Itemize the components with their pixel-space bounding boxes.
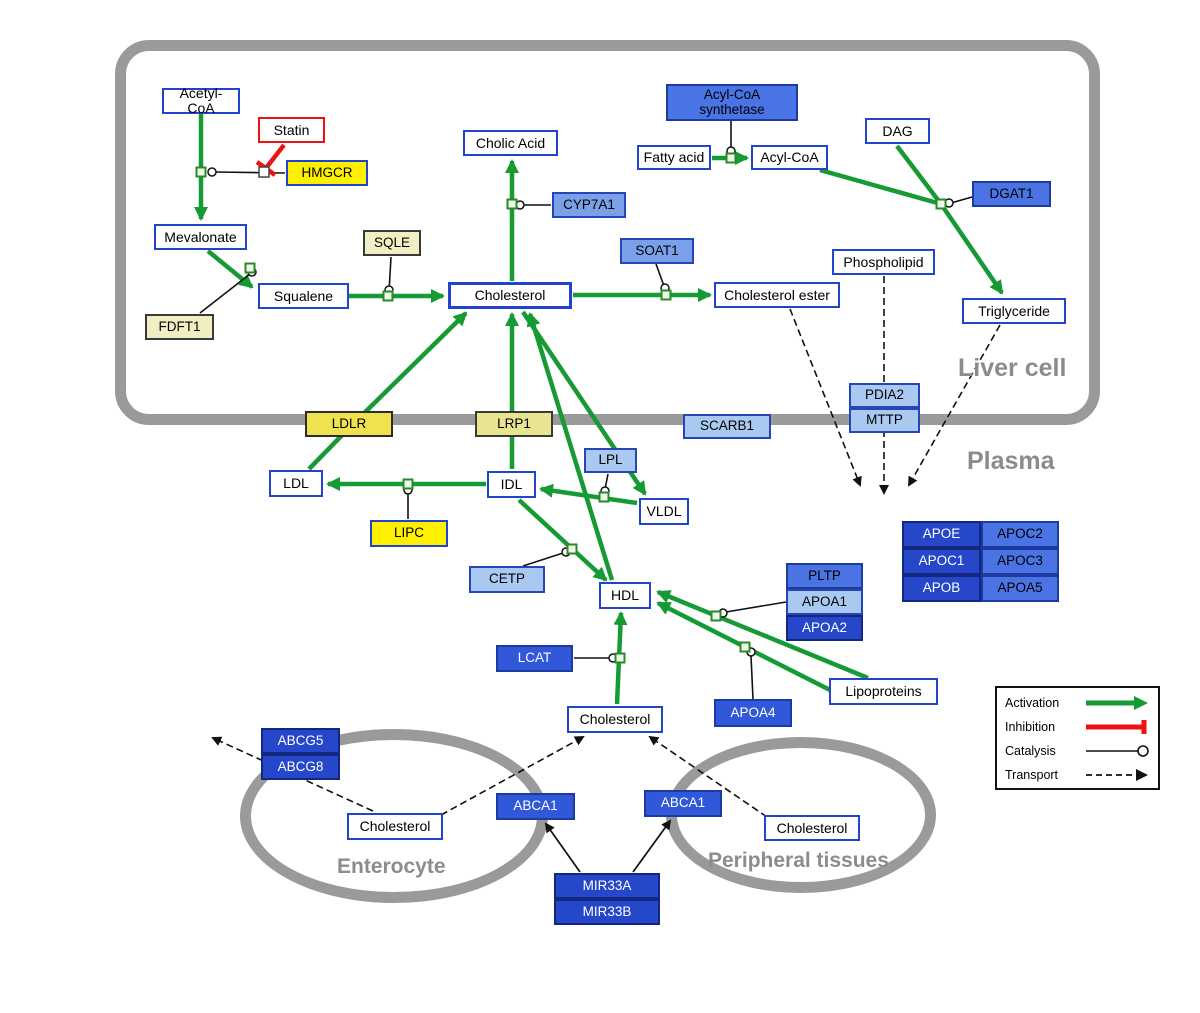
node-apoa5[interactable]: APOA5 [981,575,1059,602]
node-lrp1[interactable]: LRP1 [475,411,553,437]
peripheral-tissues-label: Peripheral tissues [708,849,889,872]
node-cholesterol-enterocyte[interactable]: Cholesterol [347,813,443,840]
node-apoa1[interactable]: APOA1 [786,589,863,615]
node-cholic-acid[interactable]: Cholic Acid [463,130,558,156]
node-acetyl-coa[interactable]: Acetyl-CoA [162,86,240,115]
node-cholesterol-hdl[interactable]: Cholesterol [567,706,663,733]
node-statin[interactable]: Statin [258,117,325,143]
node-hdl[interactable]: HDL [599,582,651,609]
node-mttp[interactable]: MTTP [849,408,920,433]
node-abcg8[interactable]: ABCG8 [261,754,340,780]
node-apoe[interactable]: APOE [902,521,981,548]
node-idl[interactable]: IDL [487,471,536,498]
node-pdia2[interactable]: PDIA2 [849,383,920,408]
plasma-label: Plasma [967,447,1055,475]
node-lipc[interactable]: LIPC [370,520,448,547]
regulation-edges [544,819,672,873]
node-mir33b[interactable]: MIR33B [554,899,660,925]
legend-inhibition-label: Inhibition [1005,720,1056,734]
node-triglyceride[interactable]: Triglyceride [962,298,1066,324]
node-abca1-enterocyte[interactable]: ABCA1 [496,793,575,820]
node-apoc1[interactable]: APOC1 [902,548,981,575]
node-apoc2[interactable]: APOC2 [981,521,1059,548]
legend-row-transport: Transport [997,763,1158,787]
node-vldl[interactable]: VLDL [639,498,689,525]
transport-arrow-icon [1086,769,1148,781]
node-squalene[interactable]: Squalene [258,283,349,309]
node-phospholipid[interactable]: Phospholipid [832,249,935,275]
node-lcat[interactable]: LCAT [496,645,573,672]
node-hmgcr[interactable]: HMGCR [286,160,368,186]
node-lipoproteins[interactable]: Lipoproteins [829,678,938,705]
transport-edges [211,276,1001,818]
node-pltp[interactable]: PLTP [786,563,863,589]
liver-cell-compartment [115,40,1100,425]
legend-row-activation: Activation [997,691,1158,715]
node-cetp[interactable]: CETP [469,566,545,593]
activation-arrow-icon [1086,696,1148,710]
statin-target-node [258,166,270,178]
node-abca1-peripheral[interactable]: ABCA1 [644,790,722,817]
node-ldl[interactable]: LDL [269,470,323,497]
legend-activation-label: Activation [1005,696,1060,710]
node-soat1[interactable]: SOAT1 [620,238,694,264]
node-dgat1[interactable]: DGAT1 [972,181,1051,207]
node-cyp7a1[interactable]: CYP7A1 [552,192,626,218]
node-sqle[interactable]: SQLE [363,230,421,256]
legend-catalysis-label: Catalysis [1005,744,1056,758]
liver-cell-label: Liver cell [958,354,1067,382]
node-cholesterol-liver[interactable]: Cholesterol [448,282,572,309]
node-ldlr[interactable]: LDLR [305,411,393,437]
node-scarb1[interactable]: SCARB1 [683,414,771,439]
node-cholesterol-peripheral[interactable]: Cholesterol [764,815,860,841]
node-apoa4[interactable]: APOA4 [714,699,792,727]
node-mevalonate[interactable]: Mevalonate [154,224,247,250]
node-apoa2[interactable]: APOA2 [786,615,863,641]
node-fatty-acid[interactable]: Fatty acid [637,145,711,170]
node-acyl-coa-metabolite[interactable]: Acyl-CoA [751,145,828,170]
inhibition-tbar-icon [1086,720,1147,734]
node-cholesterol-ester[interactable]: Cholesterol ester [714,282,840,308]
node-apoc3[interactable]: APOC3 [981,548,1059,575]
legend-transport-label: Transport [1005,768,1059,782]
legend-row-catalysis: Catalysis [997,739,1158,763]
node-abcg5[interactable]: ABCG5 [261,728,340,754]
enterocyte-label: Enterocyte [337,855,446,878]
node-mir33a[interactable]: MIR33A [554,873,660,899]
node-fdft1[interactable]: FDFT1 [145,314,214,340]
reaction-nodes [195,152,947,664]
legend: Activation Inhibition Catalysis Transpor… [995,686,1160,790]
catalysis-circle-icon [1086,745,1149,757]
node-dag[interactable]: DAG [865,118,930,144]
node-apob[interactable]: APOB [902,575,981,602]
legend-row-inhibition: Inhibition [997,715,1158,739]
node-acyl-coa-synthetase[interactable]: Acyl-CoA synthetase [666,84,798,121]
node-lpl[interactable]: LPL [584,448,637,473]
